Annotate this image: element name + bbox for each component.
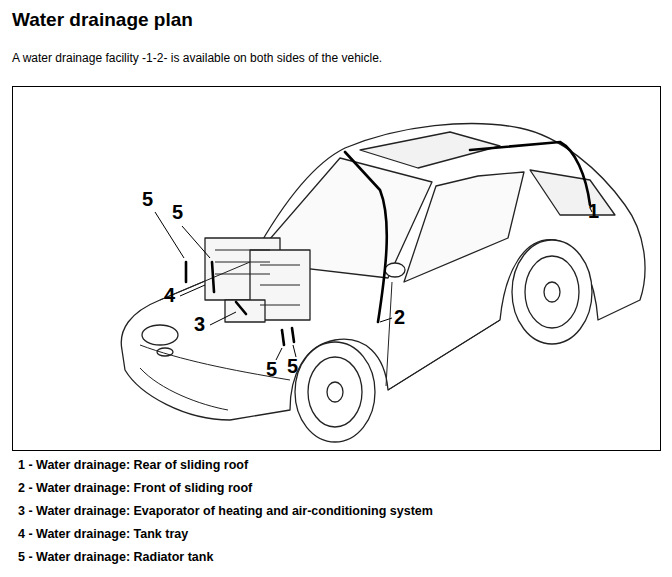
key-line: 5 - Water drainage: Radiator tank	[18, 550, 213, 564]
key-line: 4 - Water drainage: Tank tray	[18, 527, 188, 541]
title: Water drainage plan	[12, 9, 193, 31]
callout-number: 5	[142, 188, 153, 211]
callout-number: 5	[266, 358, 277, 381]
callout-number: 5	[287, 355, 298, 378]
key-line: 1 - Water drainage: Rear of sliding roof	[18, 458, 248, 472]
key-line: 2 - Water drainage: Front of sliding roo…	[18, 481, 252, 495]
key-line: 3 - Water drainage: Evaporator of heatin…	[18, 504, 433, 518]
callout-number: 5	[172, 201, 183, 224]
intro-text: A water drainage facility -1-2- is avail…	[12, 52, 382, 66]
callout-number: 1	[588, 200, 599, 223]
callout-number: 2	[394, 306, 405, 329]
callout-number: 4	[164, 284, 175, 307]
callout-number: 3	[194, 313, 205, 336]
